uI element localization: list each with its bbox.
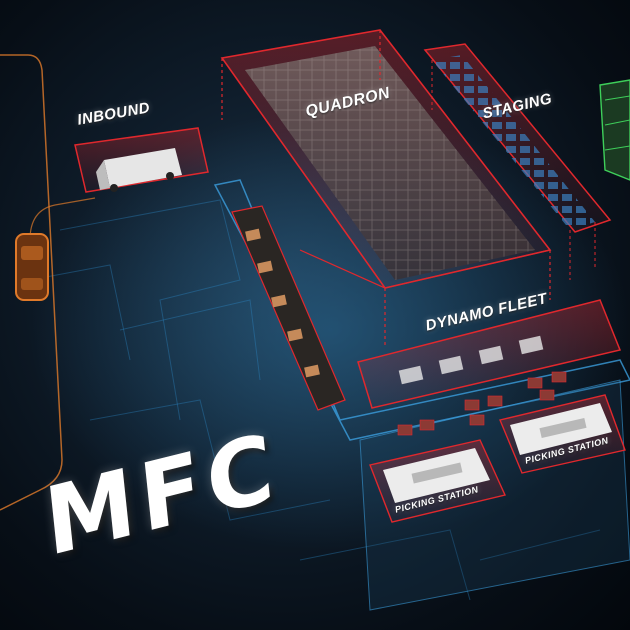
facility-outline [213, 179, 630, 441]
conveyor [231, 205, 346, 411]
dynamo-fleet-zone [357, 299, 622, 409]
car-icon [15, 233, 49, 301]
robot-cluster [397, 371, 567, 436]
picking-station-left [369, 439, 506, 523]
delivery-route [0, 54, 63, 511]
shelving-icon [423, 43, 612, 280]
picking-station-right [499, 394, 626, 474]
green-rack [599, 79, 630, 181]
quadron-zone [220, 29, 552, 345]
floor-lines [29, 199, 601, 601]
van-icon [96, 148, 182, 192]
inbound-zone [74, 127, 209, 193]
